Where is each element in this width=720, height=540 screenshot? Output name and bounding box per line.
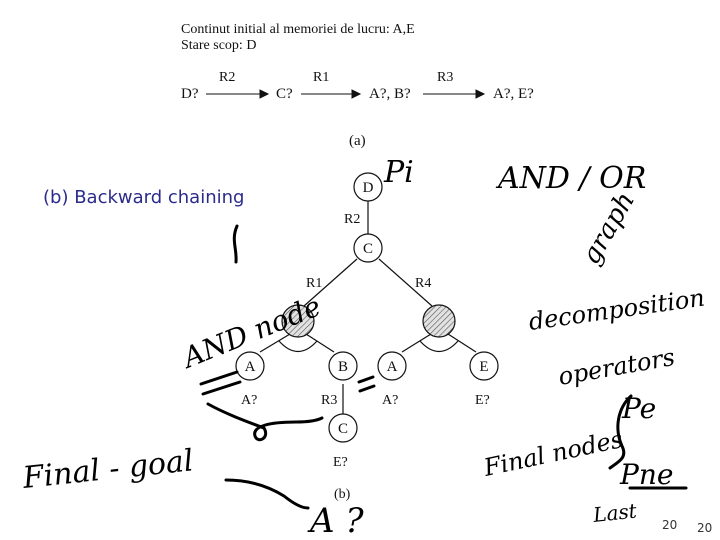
node-e	[469, 351, 499, 381]
node-c	[353, 233, 383, 263]
node-e-label: E	[479, 359, 488, 375]
caption-b: (b)	[334, 487, 351, 502]
query-a-left: A?	[241, 393, 257, 408]
ink-loop-connector	[206, 402, 324, 442]
tree-edges	[259, 201, 477, 414]
ink-graph-tail	[232, 224, 239, 264]
ink-equals-right	[357, 375, 376, 393]
handwritten-pi: Pi	[383, 155, 414, 190]
ink-brace	[608, 394, 633, 470]
handwritten-final-nodes: Final nodes	[480, 425, 625, 482]
node-a-right	[377, 351, 407, 381]
chain-rule-2: R1	[313, 70, 330, 85]
and-node-r1	[281, 304, 315, 338]
and-arc-right	[419, 340, 459, 353]
chain-arrowhead-1	[259, 89, 270, 99]
edge-label-r2: R2	[344, 212, 360, 227]
node-a-left-label: A	[245, 359, 256, 375]
handwritten-graph: graph	[576, 187, 641, 270]
handwritten-pe: Pe	[621, 392, 656, 425]
node-b-label: B	[338, 359, 348, 375]
node-b	[328, 351, 358, 381]
chain-arrowhead-3	[475, 89, 486, 99]
node-a-left	[235, 351, 265, 381]
handwritten-last: Last	[591, 498, 639, 527]
handwritten-operators: operators	[556, 343, 677, 391]
edge-label-r3: R3	[321, 393, 337, 408]
ink-goal-arrow	[224, 478, 310, 510]
caption-a: (a)	[349, 133, 366, 149]
edge-label-r1: R1	[306, 276, 322, 291]
goal-state-line: Stare scop: D	[181, 38, 257, 53]
and-arc-left	[278, 340, 318, 353]
working-memory-line: Continut initial al memoriei de lucru: A…	[181, 22, 415, 37]
node-a-right-label: A	[387, 359, 398, 375]
handwritten-pne: Pne	[619, 458, 673, 491]
chain-state-3: A?, B?	[369, 86, 411, 102]
query-e: E?	[475, 393, 490, 408]
chain-rule-3: R3	[437, 70, 454, 85]
tree-nodes	[235, 172, 499, 443]
chain-arrowhead-2	[351, 89, 362, 99]
handwritten-final-goal: Final - goal	[20, 443, 195, 496]
node-d	[353, 172, 383, 202]
slide-title: (b) Backward chaining	[43, 187, 245, 208]
node-d-label: D	[363, 180, 374, 196]
and-node-r4	[422, 304, 456, 338]
handwritten-decomposition: decomposition	[527, 284, 706, 336]
chain-arrows	[206, 89, 486, 99]
node-c-bottom	[328, 413, 358, 443]
chain-rule-1: R2	[219, 70, 236, 85]
chain-state-4: A?, E?	[493, 86, 534, 102]
ink-equals-left	[199, 370, 242, 396]
node-c-label: C	[363, 241, 373, 257]
node-c-bottom-label: C	[338, 421, 348, 437]
query-a-right: A?	[382, 393, 398, 408]
handwritten-and-or: AND / OR	[495, 161, 646, 196]
handwritten-a-question: A ?	[307, 501, 364, 540]
edge-label-r4: R4	[415, 276, 431, 291]
chain-state-2: C?	[276, 86, 293, 102]
chain-state-1: D?	[181, 86, 199, 102]
page-number-outer: 20	[697, 521, 713, 535]
page-number-inner: 20	[662, 518, 678, 532]
query-c-bottom: E?	[333, 455, 348, 470]
